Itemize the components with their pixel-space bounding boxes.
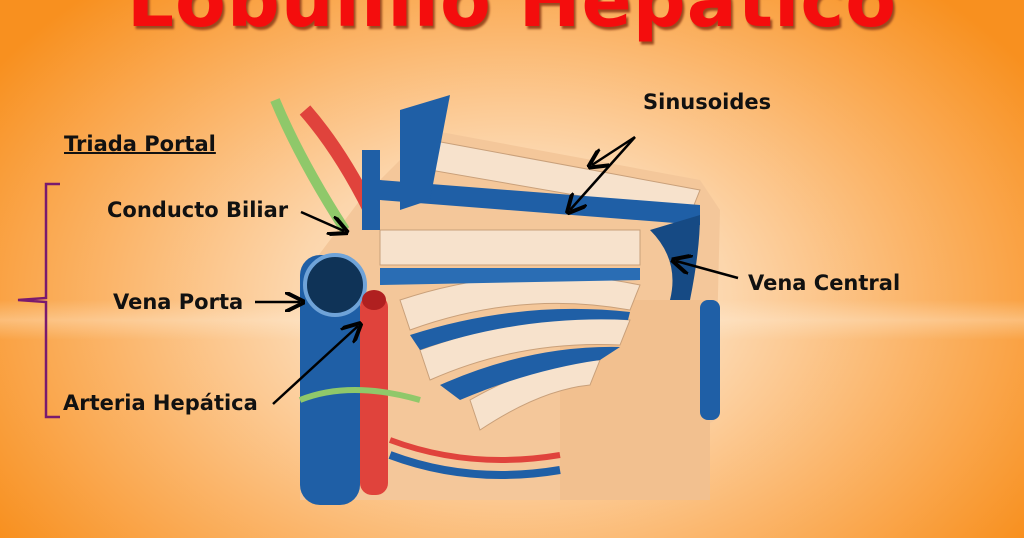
label-vena-central: Vena Central [748, 271, 901, 295]
page-title: Lobulillo Hepático [126, 0, 898, 44]
triad-brace [17, 182, 60, 419]
conducto-biliar-arrow [300, 210, 344, 231]
vein-branch [388, 451, 561, 479]
portal-vein [300, 255, 360, 505]
vein-branch [362, 150, 380, 230]
hepatic-artery-lumen [362, 290, 386, 310]
label-arteria-hepatica: Arteria Hepática [63, 391, 258, 415]
bile-duct-branch [298, 387, 421, 403]
bile-duct [270, 98, 350, 233]
label-vena-porta: Vena Porta [113, 290, 244, 314]
vena-central-arrow [676, 261, 739, 280]
artery-branch [388, 437, 561, 463]
sinusoid [380, 180, 700, 225]
artery-branch [299, 105, 377, 214]
vein-branch [400, 95, 450, 210]
sinusoid [380, 268, 640, 285]
sinusoid [410, 308, 630, 350]
label-conducto-biliar: Conducto Biliar [107, 198, 289, 222]
hepatic-artery [360, 295, 388, 495]
sinusoides-arrow-1 [592, 135, 636, 165]
sinusoides-arrow-2 [570, 136, 636, 210]
lobule-block [300, 130, 720, 500]
central-vein-outlet [700, 300, 720, 420]
label-triada-portal: Triada Portal [64, 132, 216, 156]
sinusoid [440, 346, 620, 400]
label-sinusoides: Sinusoides [643, 90, 772, 114]
portal-vein-lumen [303, 253, 367, 317]
arteria-hepatica-arrow [272, 326, 358, 405]
